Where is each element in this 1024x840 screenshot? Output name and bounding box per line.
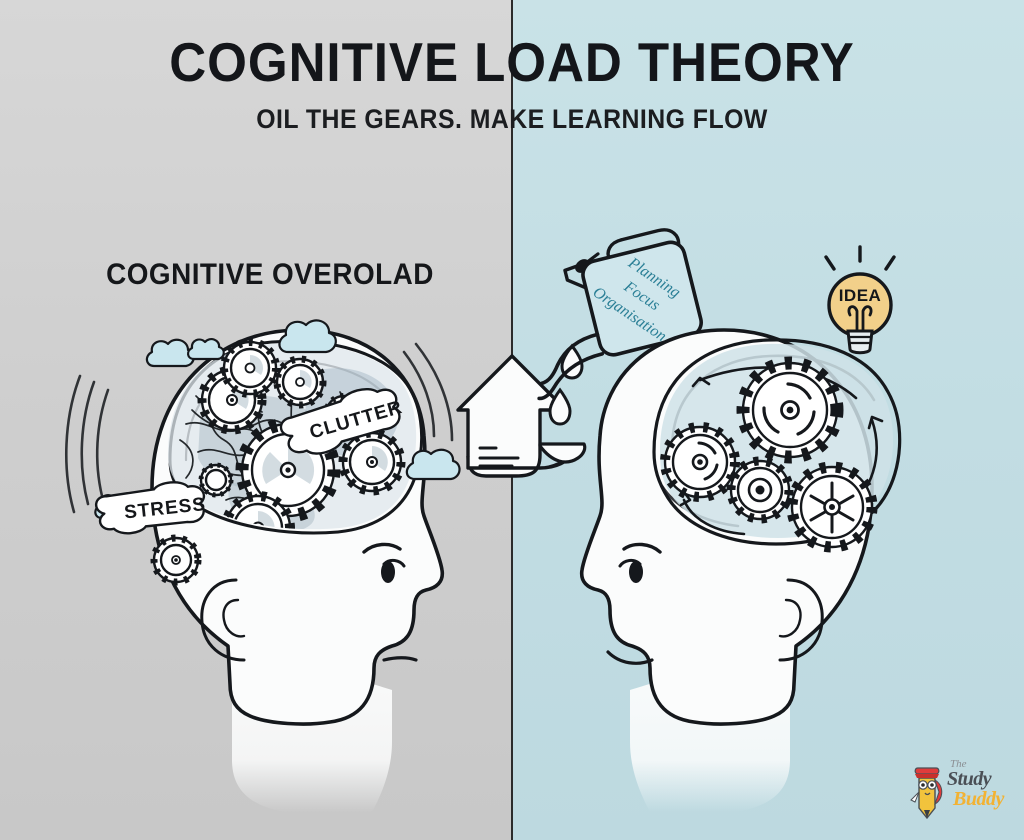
idea-bulb-glass [827, 272, 893, 338]
idea-bulb-rays [824, 245, 896, 271]
paper-lines [478, 446, 520, 468]
steam-puff-1 [145, 338, 195, 368]
oil-drop-lower [548, 387, 572, 426]
left-gear-tiny [198, 462, 234, 498]
steam-puff-2 [278, 319, 337, 354]
steam-puff-3 [405, 448, 461, 481]
left-gear-topmid [273, 355, 327, 409]
paper-arrow [456, 354, 587, 478]
watermark-mascot [910, 767, 943, 820]
right-mouth-smile [606, 650, 654, 665]
left-head-group: STRESS CLUTTER [64, 319, 461, 812]
watermark-buddy: Buddy [953, 788, 1004, 810]
center-group: Planning Focus Organisation [456, 228, 703, 478]
right-face [606, 542, 662, 665]
page-subtitle: OIL THE GEARS. MAKE LEARNING FLOW [256, 104, 768, 134]
left-eye [381, 561, 395, 583]
steam-puff-5 [187, 338, 225, 361]
left-mouth [382, 656, 418, 662]
watermark-logo: The Study Buddy [905, 752, 1017, 824]
left-gear-right [338, 428, 406, 496]
watermark-study: Study [947, 768, 992, 790]
left-gear-outer-bottomleft [150, 534, 202, 586]
right-brain-outline [652, 338, 902, 546]
right-head-group [579, 328, 902, 812]
left-ear [200, 578, 246, 662]
right-eye [629, 561, 643, 583]
right-gear-left [660, 422, 740, 502]
page-title: COGNITIVE LOAD THEORY [169, 31, 855, 93]
oil-can: Planning Focus Organisation [537, 228, 703, 401]
right-gear-large [736, 356, 844, 464]
left-face [362, 542, 418, 662]
idea-bulb-text: IDEA [839, 286, 882, 305]
watermark-the: The [950, 758, 967, 770]
idea-bulb-group: IDEA [824, 245, 896, 355]
right-ear [778, 578, 824, 662]
vibration-lines [64, 342, 454, 514]
right-gear-bottomright [786, 461, 878, 553]
left-panel-label: COGNITIVE OVEROLAD [106, 258, 434, 291]
left-gear-outer-top [220, 338, 280, 398]
callout-clutter: CLUTTER [279, 387, 405, 455]
idea-bulb-base [846, 329, 874, 355]
right-gear-center [726, 456, 794, 524]
callout-stress: STRESS [95, 481, 207, 535]
